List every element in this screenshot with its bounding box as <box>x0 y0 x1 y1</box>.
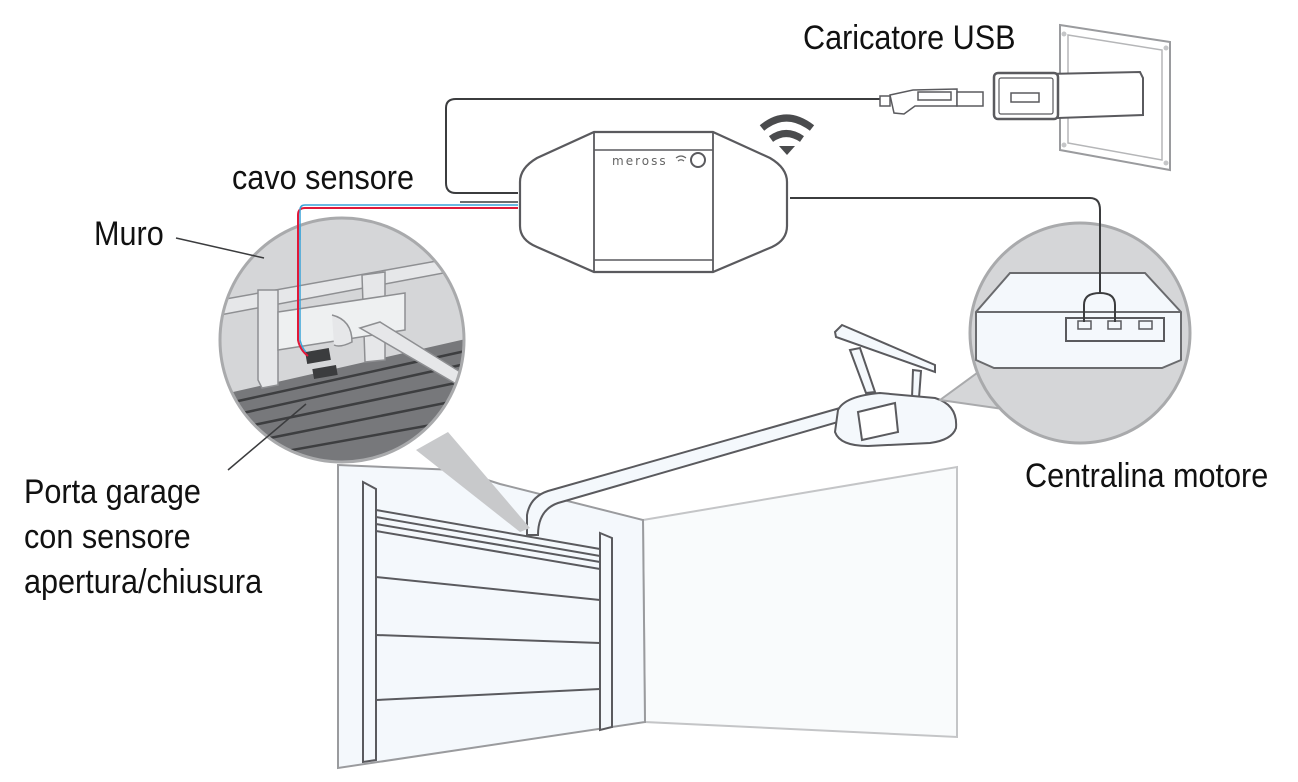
cables <box>297 98 1116 322</box>
garage-door-label-line-3: apertura/chiusura <box>24 562 263 601</box>
door-frame-right <box>599 531 613 732</box>
door-sensor-magnet <box>305 348 331 364</box>
hub-wifi-led-icon <box>675 155 687 162</box>
terminal-screws <box>1077 320 1153 330</box>
garage-door-panels <box>375 509 601 701</box>
hub-button <box>690 152 706 168</box>
motor-unit-callout <box>937 221 1192 445</box>
charger-brick <box>992 70 1144 121</box>
sensor-cable-label: cavo sensore <box>232 159 415 197</box>
garage-door-label-line-2: con sensore <box>24 517 191 556</box>
usb-charger <box>879 23 1171 172</box>
sensor-cable-blue <box>299 204 518 240</box>
door-leader-line <box>227 403 307 471</box>
door-sensor-switch <box>312 364 338 380</box>
garage-right-wall <box>641 465 958 739</box>
door-sensor-callout <box>218 216 530 532</box>
motor-cable <box>790 197 1101 294</box>
meross-hub: meross <box>518 130 789 274</box>
garage-room <box>337 323 958 770</box>
motor-unit-label: Centralina motore <box>1025 457 1269 495</box>
usb-plug <box>879 88 984 115</box>
charger-usb-port <box>1010 92 1040 103</box>
wall-label: Muro <box>94 215 164 253</box>
hub-brand-label: meross <box>612 154 668 168</box>
wall-leader-line <box>175 237 265 259</box>
usb-charger-label: Caricatore USB <box>803 19 1016 57</box>
wifi-icon <box>759 114 815 155</box>
door-frame-left <box>362 480 377 764</box>
usb-power-cable <box>445 98 882 194</box>
garage-door-label: Porta garage con sensore apertura/chiusu… <box>24 470 262 605</box>
garage-door-label-line-1: Porta garage <box>24 473 201 511</box>
opener-motor <box>833 323 958 448</box>
